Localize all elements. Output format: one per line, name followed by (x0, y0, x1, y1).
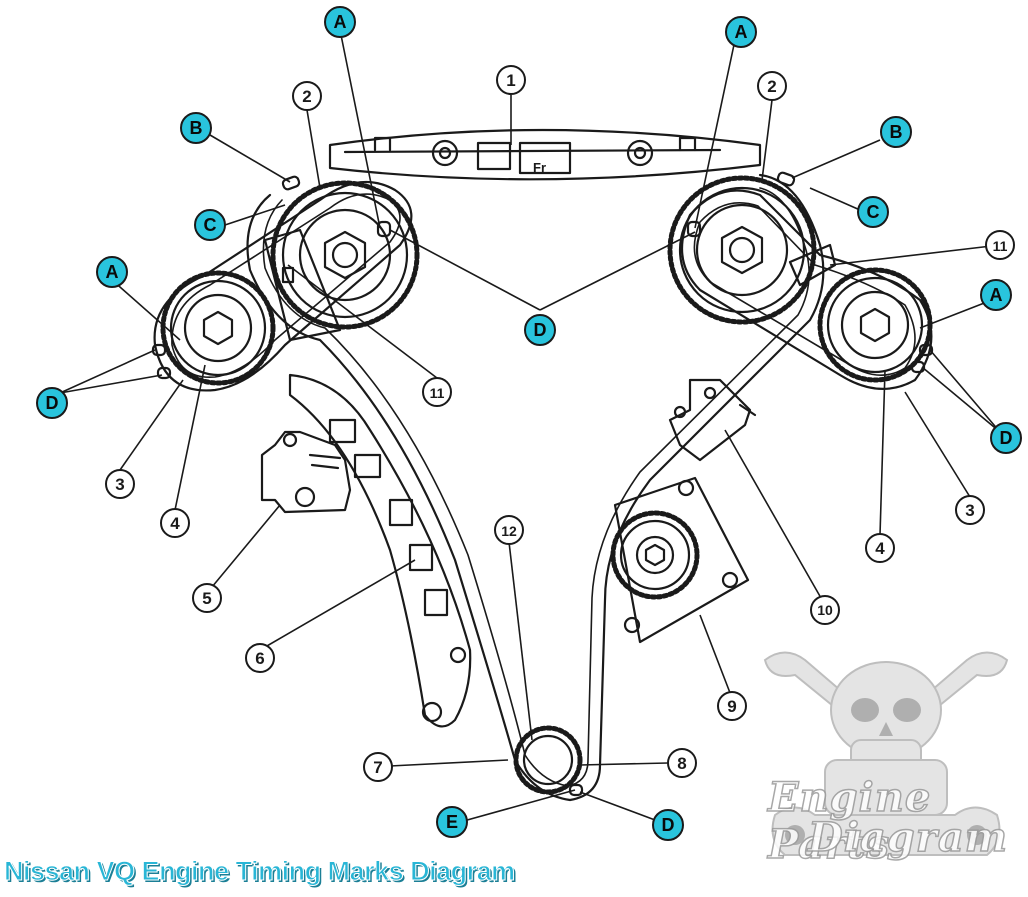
callout-5: 5 (202, 589, 211, 608)
callout-9: 9 (727, 697, 736, 716)
marker-a-top-left: A (334, 12, 347, 32)
slack-guide (288, 373, 472, 728)
marker-d-right: D (1000, 428, 1013, 448)
left-chain-tensioner (263, 228, 342, 342)
marker-b-left: B (190, 118, 203, 138)
marker-b-right: B (890, 122, 903, 142)
marker-d-bottom: D (662, 815, 675, 835)
callout-10: 10 (817, 602, 833, 618)
left-lower-sprocket (160, 270, 276, 386)
marker-d-center: D (534, 320, 547, 340)
water-pump-sprocket (610, 476, 750, 644)
callout-4-right: 4 (875, 539, 885, 558)
callout-2-left: 2 (302, 87, 311, 106)
callout-11-left: 11 (430, 385, 445, 401)
diagram-caption: Nissan VQ Engine Timing Marks Diagram (4, 856, 516, 887)
marker-c-left: C (204, 215, 217, 235)
marker-a-top-right: A (735, 22, 748, 42)
marker-a-right: A (990, 285, 1003, 305)
callout-12: 12 (501, 523, 517, 539)
callout-8: 8 (677, 754, 686, 773)
tension-guide-right (668, 378, 752, 462)
callout-1: 1 (506, 71, 515, 90)
watermark-line1: Engine Parts (767, 773, 932, 869)
right-lower-sprocket (817, 267, 933, 383)
callout-11-right: 11 (993, 238, 1008, 254)
callout-3-left: 3 (115, 475, 124, 494)
watermark-line2: Diagram (807, 813, 1009, 862)
left-secondary-chain (153, 180, 413, 392)
left-upper-sprocket (270, 180, 420, 330)
callout-4-left: 4 (170, 514, 180, 533)
right-upper-sprocket (667, 175, 817, 325)
marker-a-left: A (106, 262, 119, 282)
chain-tensioner-body (260, 430, 352, 514)
marker-d-left: D (46, 393, 59, 413)
front-mark: Fr (533, 160, 546, 175)
callout-3-right: 3 (965, 501, 974, 520)
upper-chain-guide (328, 128, 762, 181)
callout-6: 6 (255, 649, 264, 668)
callout-2-right: 2 (767, 77, 776, 96)
crankshaft-sprocket (513, 725, 583, 795)
callout-7: 7 (373, 758, 382, 777)
marker-c-right: C (867, 202, 880, 222)
marker-e: E (446, 812, 458, 832)
